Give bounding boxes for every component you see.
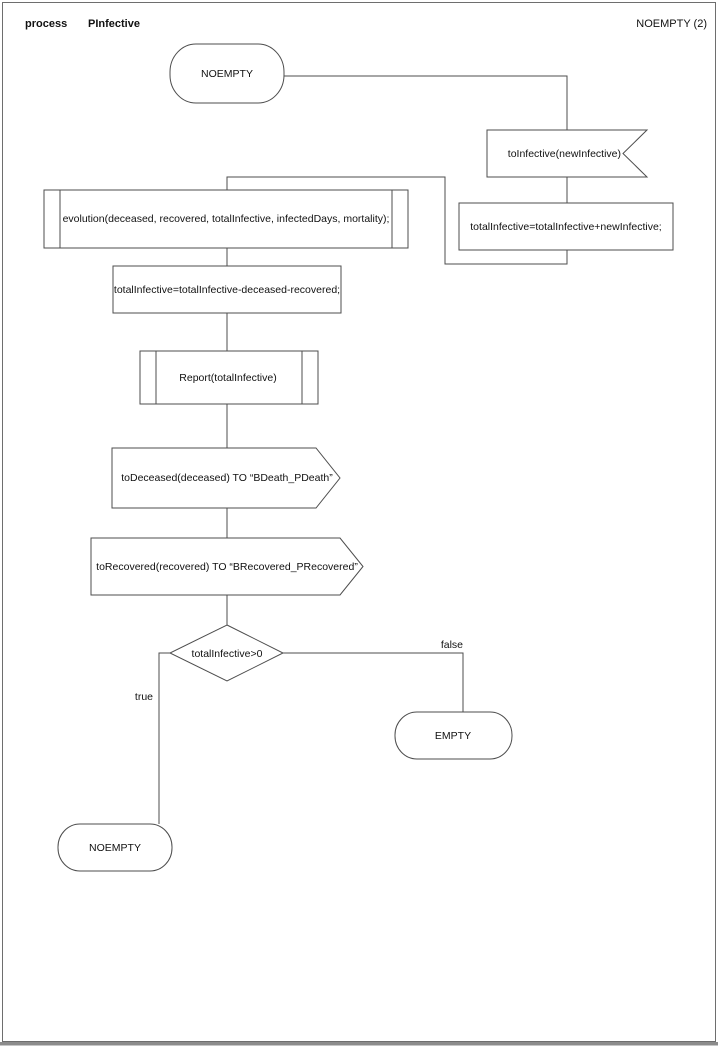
state-empty: EMPTY [394, 711, 513, 760]
input-signal-symbol [486, 129, 649, 178]
procedure-label: evolution(deceased, recovered, totalInfe… [63, 213, 390, 225]
procedure-label: Report(totalInfective) [179, 372, 276, 384]
branch-label-true: true [135, 691, 153, 703]
state-start-noempty: NOEMPTY [169, 43, 285, 104]
connector-task-add-to-evolution [226, 176, 568, 265]
branch-label-false: false [441, 639, 463, 651]
decision-symbol [168, 624, 285, 682]
procedure-symbol [139, 350, 319, 405]
output-signal-label: toDeceased(deceased) TO “BDeath_PDeath” [121, 472, 333, 484]
task-add-newinfective: totalInfective=totalInfective+newInfecti… [458, 202, 674, 251]
process-name: PInfective [88, 18, 140, 30]
connector-true-branch [158, 652, 170, 824]
procedure-report: Report(totalInfective) [139, 350, 319, 405]
decision-label: totalInfective>0 [192, 648, 263, 660]
page-bottom-shadow [0, 1042, 718, 1046]
state-label: NOEMPTY [89, 842, 141, 854]
state-label: NOEMPTY [201, 68, 253, 80]
procedure-evolution: evolution(deceased, recovered, totalInfe… [43, 189, 409, 249]
process-keyword: process [25, 18, 67, 30]
task-label: totalInfective=totalInfective+newInfecti… [470, 221, 661, 233]
task-subtract: totalInfective=totalInfective-deceased-r… [112, 265, 342, 314]
connector-start-to-input [284, 75, 568, 130]
task-label: totalInfective=totalInfective-deceased-r… [114, 284, 340, 296]
state-symbol [169, 43, 285, 104]
task-symbol [458, 202, 674, 251]
decision-totalinfective: totalInfective>0 [168, 624, 285, 682]
procedure-symbol [43, 189, 409, 249]
output-torecovered: toRecovered(recovered) TO “BRecovered_PR… [90, 537, 364, 596]
output-todeceased: toDeceased(deceased) TO “BDeath_PDeath” [111, 447, 341, 509]
input-toinfective: toInfective(newInfective) [486, 129, 649, 178]
state-noempty-loop: NOEMPTY [57, 823, 173, 872]
output-signal-label: toRecovered(recovered) TO “BRecovered_PR… [96, 561, 358, 573]
input-signal-label: toInfective(newInfective) [508, 148, 621, 160]
state-symbol [394, 711, 513, 760]
state-symbol [57, 823, 173, 872]
state-label: EMPTY [435, 730, 471, 742]
page-reference: NOEMPTY (2) [636, 18, 707, 30]
connector-false-branch [283, 652, 464, 712]
output-signal-symbol [111, 447, 341, 509]
output-signal-symbol [90, 537, 364, 596]
task-symbol [112, 265, 342, 314]
